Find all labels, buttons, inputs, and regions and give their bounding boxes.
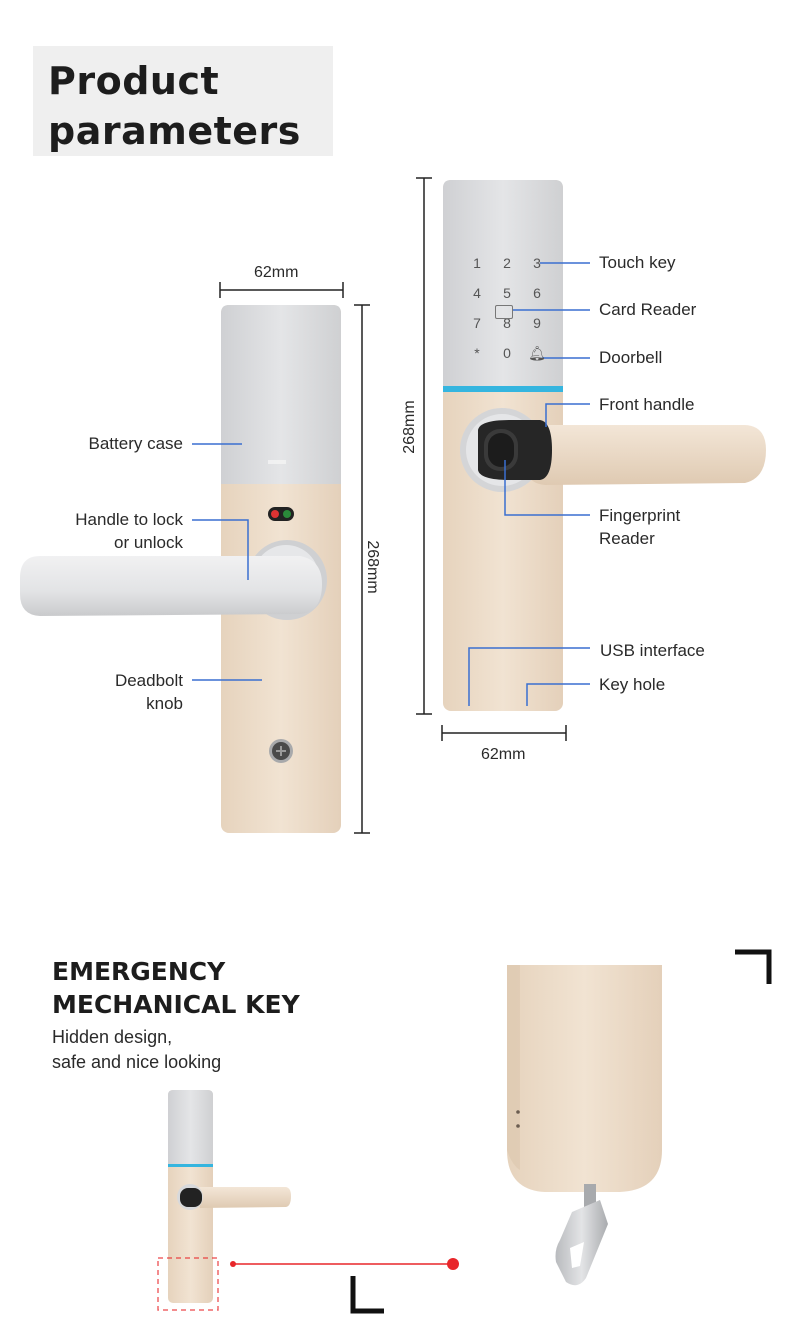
page-title: Product parameters xyxy=(48,56,301,156)
corner-bracket-bottom-left xyxy=(350,1276,384,1314)
left-height-label: 268mm xyxy=(364,540,381,594)
label-handle-line-1: Handle to lock xyxy=(75,510,183,529)
bell-icon: 🔔︎ xyxy=(528,345,546,361)
key-1: 1 xyxy=(473,255,481,271)
label-touch-key: Touch key xyxy=(599,253,676,272)
label-battery-case: Battery case xyxy=(88,434,184,453)
right-leader-lines xyxy=(468,262,590,706)
label-key-hole: Key hole xyxy=(599,675,666,694)
label-fingerprint: Fingerprint Reader xyxy=(599,504,680,550)
key-2: 2 xyxy=(503,255,511,271)
label-fingerprint-line-2: Reader xyxy=(599,529,655,548)
left-width-label: 62mm xyxy=(254,264,299,281)
key-8: 8 xyxy=(503,315,511,331)
label-handle-line-2: or unlock xyxy=(114,533,183,552)
key-6: 6 xyxy=(533,285,541,301)
keypad-grid: 1 2 3 4 5 6 7 8 9 * 0 🔔︎ xyxy=(462,255,552,362)
title-line-1: Product xyxy=(48,59,220,103)
key-9: 9 xyxy=(533,315,541,331)
key-3: 3 xyxy=(533,255,541,271)
corner-bracket-top-right xyxy=(735,949,772,984)
key-4: 4 xyxy=(473,285,481,301)
red-connector xyxy=(230,1258,459,1270)
label-handle: Handle to lock or unlock xyxy=(30,508,183,554)
label-deadbolt: Deadbolt knob xyxy=(60,669,183,715)
label-card-reader: Card Reader xyxy=(599,300,697,319)
left-leader-lines xyxy=(192,443,262,681)
right-height-dimension xyxy=(416,177,432,715)
small-lock-illustration xyxy=(168,1090,291,1303)
left-lock-body xyxy=(20,305,341,833)
emergency-title-line-1: EMERGENCY xyxy=(52,957,226,986)
left-height-dimension xyxy=(354,304,370,834)
key-7: 7 xyxy=(473,315,481,331)
emergency-subtitle: Hidden design, safe and nice looking xyxy=(52,1025,221,1075)
card-reader-icon xyxy=(495,305,513,319)
right-height-label: 268mm xyxy=(401,400,418,454)
left-width-dimension xyxy=(219,282,344,298)
label-front-handle: Front handle xyxy=(599,395,695,414)
emergency-sub-line-1: Hidden design, xyxy=(52,1027,173,1047)
label-doorbell: Doorbell xyxy=(599,348,663,367)
key-star: * xyxy=(474,345,480,361)
emergency-title: EMERGENCY MECHANICAL KEY xyxy=(52,955,300,1021)
label-deadbolt-line-2: knob xyxy=(146,694,183,713)
label-usb: USB interface xyxy=(600,641,705,660)
zoomed-lock-bottom xyxy=(507,965,662,1286)
keypad: 1 2 3 4 5 6 7 8 9 * 0 🔔︎ xyxy=(462,255,552,365)
key-5: 5 xyxy=(503,285,511,301)
label-deadbolt-line-1: Deadbolt xyxy=(114,671,183,690)
label-fingerprint-line-1: Fingerprint xyxy=(599,506,681,525)
title-line-2: parameters xyxy=(48,109,301,153)
emergency-title-line-2: MECHANICAL KEY xyxy=(52,990,300,1019)
emergency-sub-line-2: safe and nice looking xyxy=(52,1052,222,1072)
keyhole-highlight xyxy=(157,1257,219,1311)
right-width-dimension xyxy=(441,725,567,741)
title-background xyxy=(33,46,333,156)
right-lock-body xyxy=(443,180,766,711)
key-0: 0 xyxy=(503,345,511,361)
right-width-label: 62mm xyxy=(481,746,526,763)
